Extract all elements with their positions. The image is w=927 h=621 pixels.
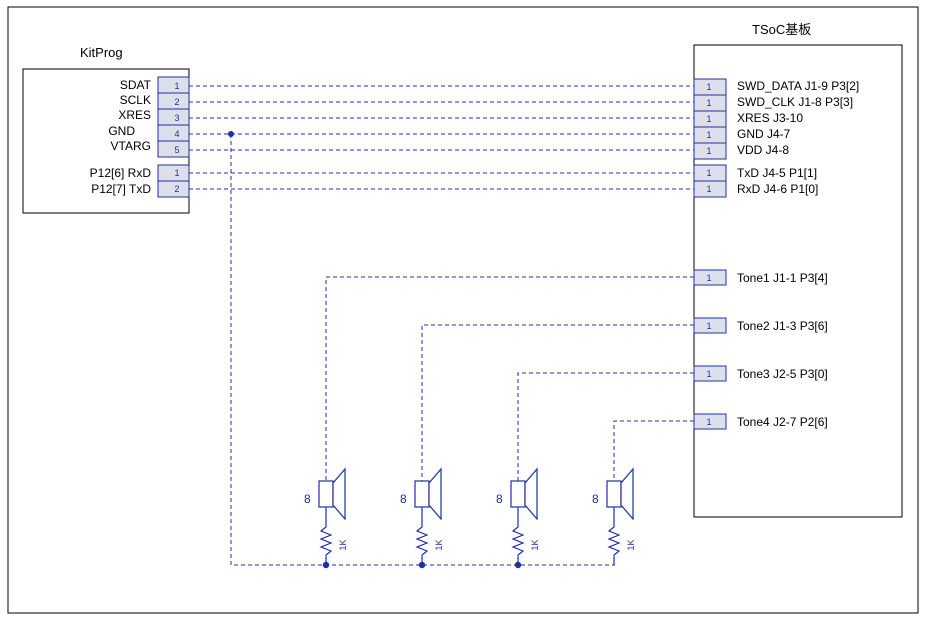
wire-tone2 bbox=[421, 324, 694, 481]
tsoc-tone-label: Tone3 J2-5 P3[0] bbox=[737, 367, 828, 381]
kitprog-connector-debug bbox=[157, 76, 190, 158]
tsoc-pin-label: SWD_CLK J1-8 P3[3] bbox=[737, 95, 853, 109]
speaker-icon bbox=[318, 480, 334, 508]
resistor-icon bbox=[319, 507, 333, 565]
tsoc-pin-label: XRES J3-10 bbox=[737, 111, 803, 125]
junction-dot bbox=[322, 561, 330, 569]
tsoc-tone-label: Tone2 J1-3 P3[6] bbox=[737, 319, 828, 333]
tsoc-block bbox=[693, 44, 903, 518]
tsoc-tone-pin-number: 1 bbox=[706, 369, 711, 379]
kitprog-pin-number: 5 bbox=[174, 145, 179, 155]
speaker-icon bbox=[606, 480, 622, 508]
kitprog-pin-label: XRES bbox=[118, 108, 151, 122]
wire-tone1 bbox=[325, 276, 694, 481]
speaker-impedance: 8 bbox=[592, 492, 599, 506]
tsoc-connector-debug bbox=[693, 78, 727, 160]
wire-gnd-bus bbox=[230, 134, 615, 566]
tsoc-tone-pin-number: 1 bbox=[706, 417, 711, 427]
diagram-frame bbox=[7, 6, 919, 614]
junction-dot bbox=[418, 561, 426, 569]
tsoc-pin-label: GND J4-7 bbox=[737, 127, 791, 141]
resistor-value: 1K bbox=[626, 539, 636, 550]
kitprog-pin-number: 2 bbox=[174, 97, 179, 107]
tsoc-pin-label: VDD J4-8 bbox=[737, 143, 789, 157]
kitprog-title: KitProg bbox=[80, 45, 123, 60]
kitprog-pin-number: 1 bbox=[174, 81, 179, 91]
tsoc-pin-label: TxD J4-5 P1[1] bbox=[737, 166, 817, 180]
speaker-circuit-2: 8 1K bbox=[400, 467, 444, 569]
resistor-icon bbox=[607, 507, 621, 565]
kitprog-pin-label: P12[6] RxD bbox=[90, 166, 152, 180]
tsoc-pin-number: 1 bbox=[706, 98, 711, 108]
tsoc-pin-number: 1 bbox=[706, 82, 711, 92]
tsoc-pin-label: SWD_DATA J1-9 P3[2] bbox=[737, 79, 859, 93]
resistor-icon bbox=[511, 507, 525, 565]
kitprog-pin-number: 4 bbox=[174, 129, 179, 139]
speaker-cone-icon bbox=[428, 467, 442, 521]
tsoc-pin-number: 1 bbox=[706, 146, 711, 156]
kitprog-pin-label: P12[7] TxD bbox=[91, 182, 151, 196]
speaker-cone-icon bbox=[524, 467, 538, 521]
junction-dot bbox=[514, 561, 522, 569]
kitprog-pin-label: SCLK bbox=[120, 93, 151, 107]
kitprog-pin-number: 3 bbox=[174, 113, 179, 123]
tsoc-pin-number: 1 bbox=[706, 130, 711, 140]
tsoc-tone-label: Tone4 J2-7 P2[6] bbox=[737, 415, 828, 429]
speaker-cone-icon bbox=[332, 467, 346, 521]
resistor-value: 1K bbox=[338, 539, 348, 550]
tsoc-tone-pin-number: 1 bbox=[706, 321, 711, 331]
tsoc-pin-number: 1 bbox=[706, 114, 711, 124]
kitprog-pin-label: SDAT bbox=[120, 78, 152, 92]
kitprog-pin-number: 2 bbox=[174, 184, 179, 194]
tsoc-tone-pin-number: 1 bbox=[706, 273, 711, 283]
speaker-impedance: 8 bbox=[400, 492, 407, 506]
wire-tone4 bbox=[613, 420, 694, 481]
tsoc-pin-label: RxD J4-6 P1[0] bbox=[737, 182, 818, 196]
kitprog-pin-label: GND bbox=[108, 124, 135, 138]
resistor-value: 1K bbox=[434, 539, 444, 550]
speaker-icon bbox=[414, 480, 430, 508]
kitprog-pin-label: VTARG bbox=[111, 139, 151, 153]
speaker-icon bbox=[510, 480, 526, 508]
kitprog-pin-number: 1 bbox=[174, 168, 179, 178]
wire-tone3 bbox=[517, 372, 694, 481]
speaker-circuit-1: 8 1K bbox=[304, 467, 348, 569]
resistor-icon bbox=[415, 507, 429, 565]
tsoc-title: TSoC基板 bbox=[752, 22, 811, 37]
resistor-value: 1K bbox=[530, 539, 540, 550]
tsoc-pin-number: 1 bbox=[706, 184, 711, 194]
speaker-circuit-3: 8 1K bbox=[496, 467, 540, 569]
speaker-circuit-4: 8 1K bbox=[592, 467, 636, 565]
speaker-cone-icon bbox=[620, 467, 634, 521]
speaker-impedance: 8 bbox=[304, 492, 311, 506]
speaker-impedance: 8 bbox=[496, 492, 503, 506]
tsoc-tone-label: Tone1 J1-1 P3[4] bbox=[737, 271, 828, 285]
tsoc-pin-number: 1 bbox=[706, 168, 711, 178]
